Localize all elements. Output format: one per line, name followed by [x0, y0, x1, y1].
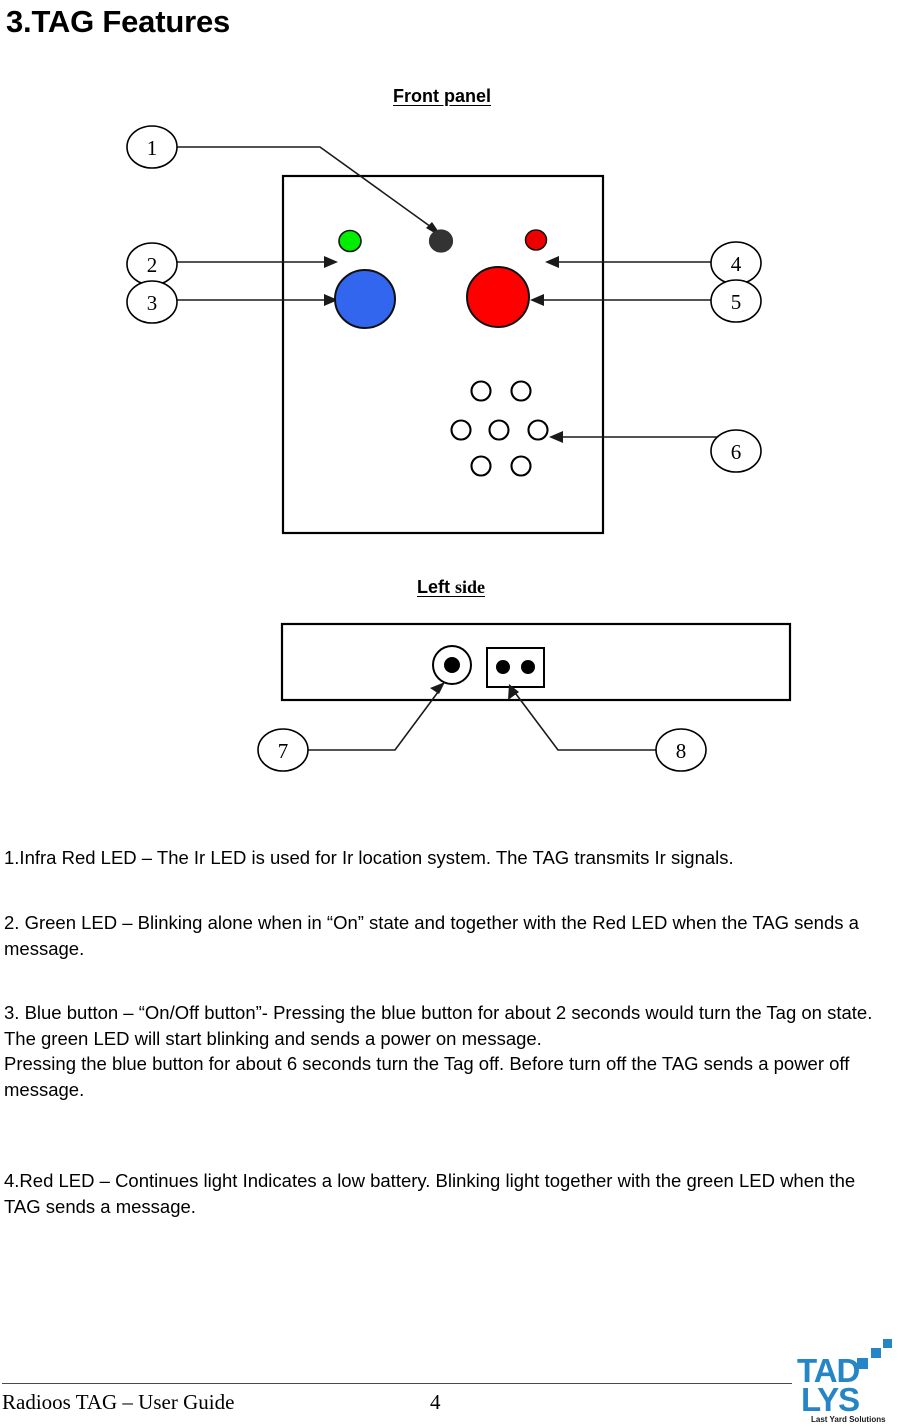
- feature-description-3: 3. Blue button – “On/Off button”- Pressi…: [4, 1000, 894, 1102]
- callout-bubble-6: 6: [710, 429, 762, 473]
- feature-description-4-text: 4.Red LED – Continues light Indicates a …: [4, 1170, 856, 1217]
- callout-2-label: 2: [147, 253, 158, 277]
- logo-tagline: Last Yard Solutions: [811, 1415, 886, 1424]
- callout-bubble-8: 8: [655, 728, 707, 772]
- callout-2-arrowhead: [324, 256, 338, 268]
- callout-1-label: 1: [147, 136, 158, 160]
- callout-6-label: 6: [731, 440, 742, 464]
- callout-bubble-2: 2: [126, 242, 178, 286]
- feature-description-1-text: 1.Infra Red LED – The Ir LED is used for…: [4, 847, 734, 868]
- footer-divider: [2, 1383, 792, 1384]
- feature-description-2-text: 2. Green LED – Blinking alone when in “O…: [4, 912, 859, 959]
- left-side-diagram: 7 8: [257, 622, 792, 772]
- feature-description-3-text-a: 3. Blue button – “On/Off button”- Pressi…: [4, 1002, 873, 1049]
- logo-line-2: LYS: [801, 1381, 859, 1418]
- page-title: 3.TAG Features: [6, 4, 231, 39]
- blue-button[interactable]: [334, 269, 396, 329]
- callout-6-arrowhead: [549, 431, 563, 443]
- green-led: [338, 229, 362, 253]
- feature-description-2: 2. Green LED – Blinking alone when in “O…: [4, 910, 894, 961]
- callout-bubble-5: 5: [710, 279, 762, 323]
- infra-red-led: [428, 229, 454, 253]
- left-side-caption-word-b: side: [455, 577, 486, 597]
- callout-5-arrowhead: [530, 294, 544, 306]
- callout-3-label: 3: [147, 291, 158, 315]
- callout-8-label: 8: [676, 739, 687, 763]
- two-pin-connector: [486, 647, 545, 688]
- logo-line-1: TAD: [797, 1352, 860, 1389]
- callout-1-leader: [177, 146, 439, 233]
- callout-8-leader: [512, 689, 660, 751]
- front-panel-diagram: 1 2 3 4 5 6: [126, 125, 762, 535]
- footer-document-name: Radioos TAG – User Guide: [2, 1390, 235, 1414]
- callout-7-leader: [303, 687, 442, 751]
- front-panel-caption: Front panel: [393, 86, 491, 106]
- callout-7-arrowhead: [430, 682, 445, 694]
- red-button[interactable]: [466, 266, 530, 328]
- callout-bubble-7: 7: [257, 728, 309, 772]
- callout-bubble-4: 4: [710, 241, 762, 285]
- callout-8-arrowhead: [508, 684, 519, 700]
- callout-7-label: 7: [278, 739, 289, 763]
- footer-page-number: 4: [430, 1390, 441, 1414]
- left-side-caption-word-a: Left: [417, 577, 450, 597]
- callout-4-arrowhead: [545, 256, 559, 268]
- speaker-holes: [450, 380, 549, 477]
- feature-description-1: 1.Infra Red LED – The Ir LED is used for…: [4, 845, 894, 871]
- callout-bubble-3: 3: [126, 280, 178, 324]
- logo-squares-icon: [857, 1339, 892, 1369]
- round-connector: [432, 645, 472, 685]
- tadlys-logo: TAD LYS Last Yard Solutions: [797, 1339, 892, 1424]
- feature-description-3-text-b: Pressing the blue button for about 6 sec…: [4, 1053, 850, 1100]
- callout-bubble-1: 1: [126, 125, 178, 169]
- callout-3-arrowhead: [324, 294, 338, 306]
- left-side-caption: Left side: [417, 577, 485, 598]
- feature-description-4: 4.Red LED – Continues light Indicates a …: [4, 1168, 894, 1219]
- callout-5-label: 5: [731, 290, 742, 314]
- callout-4-label: 4: [731, 252, 742, 276]
- red-led: [524, 229, 548, 251]
